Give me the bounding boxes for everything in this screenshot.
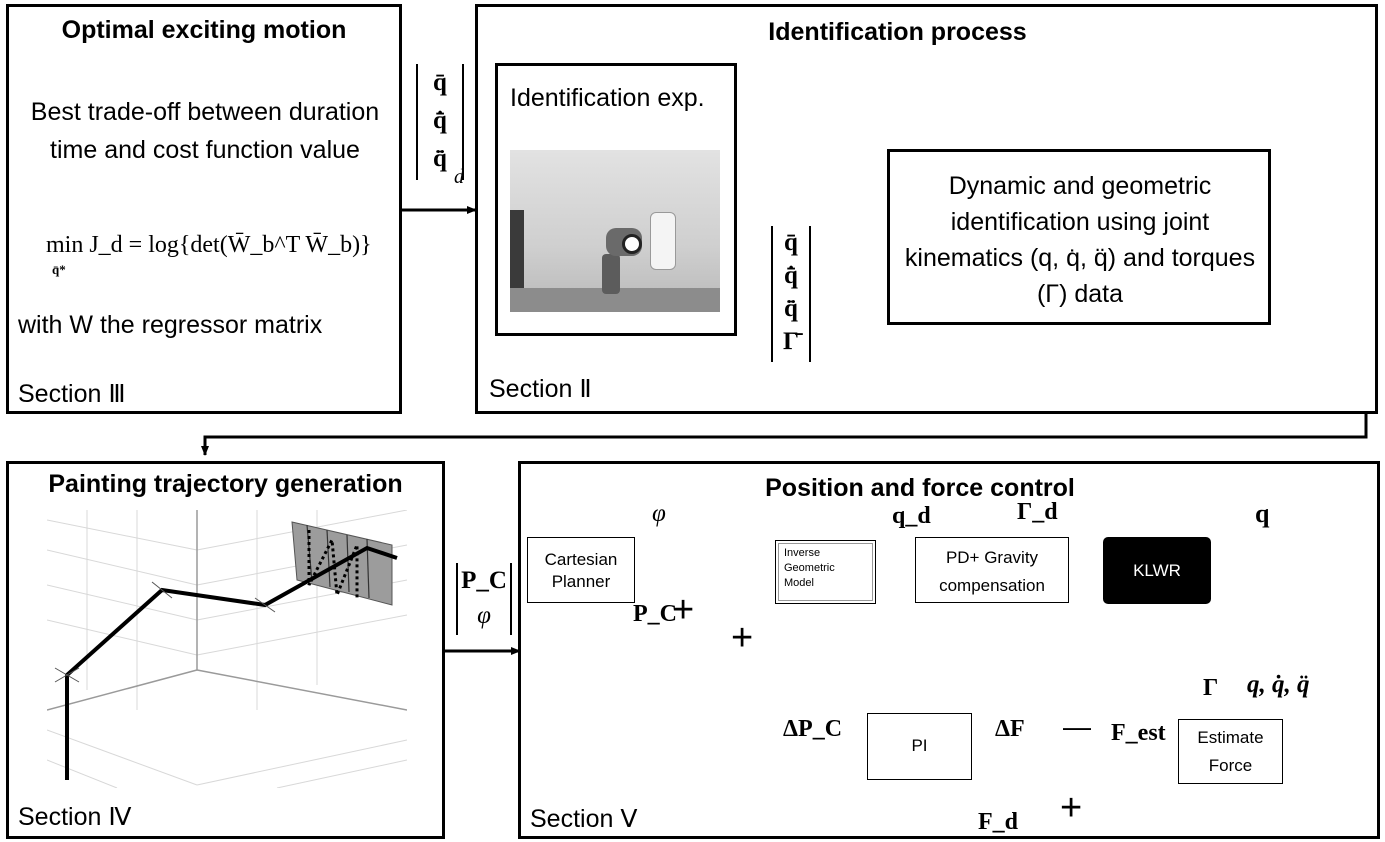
qd-signal-label: q_d [892, 503, 931, 529]
dynamic-identification-box [887, 149, 1271, 325]
robot-photo-wall-panel [510, 210, 524, 312]
robot-photo-tool [650, 212, 676, 270]
qd-vector-label: q̄ q̄̇ q̄̈ [416, 64, 464, 180]
pi-label: PI [911, 736, 928, 755]
measured-vector-item-1: q̄ [784, 229, 798, 256]
optimal-motion-description: Best trade-off between duration time and… [30, 98, 380, 164]
cartesian-planner-label: Cartesian Planner [544, 550, 618, 591]
q-derivs-feedback-label: q, q̇, q̈ [1247, 671, 1310, 698]
robot-photo [510, 150, 720, 312]
identification-exp-label: Identification exp. [510, 84, 705, 112]
painting-trajectory-title: Painting trajectory generation [48, 470, 403, 498]
position-force-control-title: Position and force control [765, 474, 1075, 502]
section-label-ii: Section Ⅱ [489, 375, 592, 403]
cartesian-planner-block: Cartesian Planner [527, 537, 635, 603]
inverse-geometric-block: Inverse Geometric Model [775, 540, 876, 604]
regressor-text: with W the regressor matrix [18, 311, 323, 339]
phi-signal-label: φ [652, 500, 666, 527]
dynamic-identification-text: Dynamic and geometric identification usi… [904, 172, 1256, 308]
robot-photo-base [602, 254, 620, 294]
formula-text: min J_d = log{det(W̄_b^T W̄_b)} [46, 232, 372, 258]
measured-vector-item-3: q̄̈ [784, 295, 798, 322]
measured-vector-item-2: q̄̇ [784, 262, 798, 289]
formula-subscript: q̄* [52, 262, 66, 277]
phi-vector-item: φ [477, 602, 491, 629]
fd-plus-sign: + [1060, 787, 1083, 829]
trajectory-path [65, 545, 398, 780]
section-label-v: Section Ⅴ [530, 805, 638, 833]
trajectory-plot [47, 510, 407, 788]
pc-phi-vector-label: P_C φ [456, 563, 512, 635]
klwr-label: KLWR [1133, 561, 1181, 580]
section-label-iii: Section Ⅲ [18, 380, 126, 408]
plot-grid [47, 510, 407, 788]
f-d-label: F_d [978, 809, 1019, 835]
robot-photo-joint [622, 234, 642, 254]
q-output-label: q [1255, 499, 1270, 528]
qd-vector-subscript: d [454, 166, 464, 188]
pi-block: PI [867, 713, 972, 780]
pc-vector-item: P_C [461, 567, 507, 594]
gamma-feedback-label: Γ [1203, 675, 1219, 701]
optimal-motion-box [6, 4, 402, 414]
feedback-plus-sign: + [731, 617, 754, 659]
pc-plus-sign: + [672, 589, 695, 631]
gamma-d-signal-label: Γ_d [1017, 499, 1058, 525]
minus-sign: — [1063, 711, 1091, 742]
optimal-motion-title: Optimal exciting motion [61, 16, 347, 44]
estimate-force-block: Estimate Force [1178, 719, 1283, 784]
pc-signal-label: P_C [633, 601, 677, 627]
qd-vector-item-2: q̄̇ [433, 107, 447, 134]
delta-pc-label: ΔP_C [783, 716, 843, 742]
estimate-force-label: Estimate Force [1197, 728, 1264, 775]
pd-gravity-block: PD+ Gravity compensation [915, 537, 1069, 603]
trajectory-markers [54, 581, 276, 683]
delta-f-label: ΔF [995, 716, 1025, 742]
plot-axes [47, 510, 407, 711]
pd-gravity-label: PD+ Gravity compensation [939, 548, 1045, 595]
section-label-iv: Section Ⅳ [18, 803, 132, 831]
f-est-label: F_est [1111, 720, 1166, 746]
klwr-block: KLWR [1103, 537, 1211, 604]
qd-vector-item-1: q̄ [433, 69, 447, 96]
cost-function-formula: min J_d = log{det(W̄_b^T W̄_b)} [46, 232, 386, 259]
qd-vector-item-3: q̄̈ [433, 145, 447, 172]
measured-vector-item-4: Γ̄ [783, 328, 799, 355]
identification-title: Identification process [768, 18, 1027, 46]
measured-vector-label: q̄ q̄̇ q̄̈ Γ̄ [771, 226, 811, 362]
inverse-geometric-label: Inverse Geometric Model [784, 547, 835, 589]
